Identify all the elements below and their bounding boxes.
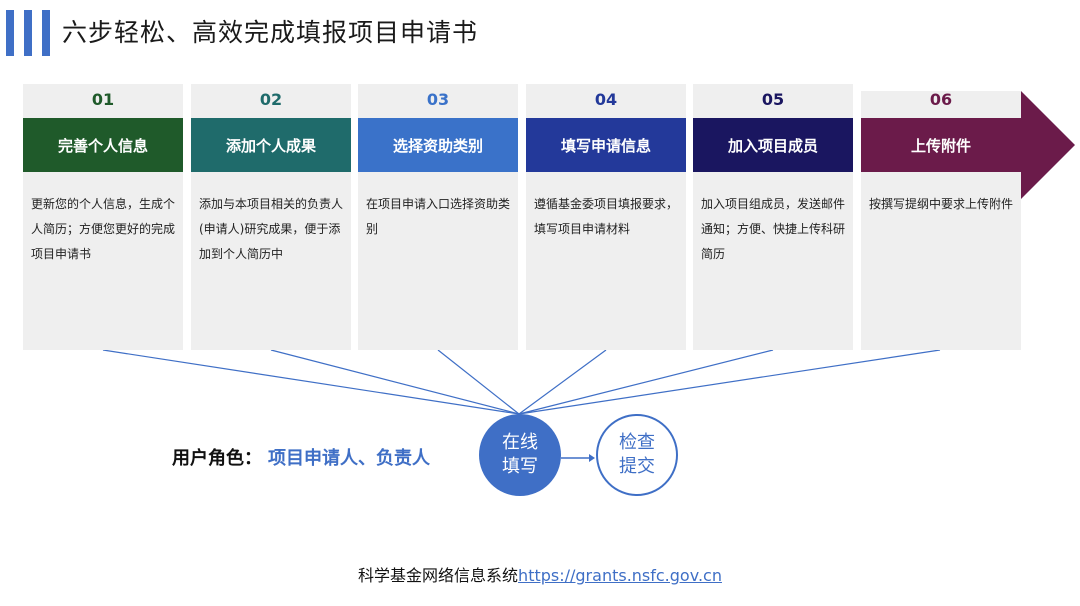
online-fill-line1: 在线 xyxy=(502,432,538,453)
step-label: 选择资助类别 xyxy=(358,118,518,172)
step-label: 添加个人成果 xyxy=(191,118,351,172)
user-role-key: 用户角色： xyxy=(172,448,262,469)
step-number: 04 xyxy=(594,90,618,109)
footer: 科学基金网络信息系统https://grants.nsfc.gov.cn xyxy=(0,562,1080,586)
step-card-6: 06 上传附件 按撰写提纲中要求上传附件 xyxy=(861,84,1021,350)
step-number: 06 xyxy=(929,90,953,109)
step-card-5: 05 加入项目成员 加入项目组成员，发送邮件通知；方便、快捷上传科研简历 xyxy=(693,84,853,350)
footer-link[interactable]: https://grants.nsfc.gov.cn xyxy=(518,566,722,585)
step-label: 上传附件 xyxy=(910,136,971,155)
step-description: 在项目申请入口选择资助类别 xyxy=(366,197,511,236)
step-description: 按撰写提纲中要求上传附件 xyxy=(869,197,1014,211)
check-submit-circle: 检查 提交 xyxy=(596,414,678,496)
check-submit-line2: 提交 xyxy=(619,456,655,477)
step-number: 02 xyxy=(259,90,283,109)
title-accent-bars xyxy=(6,10,50,56)
page-title: 六步轻松、高效完成填报项目申请书 xyxy=(62,18,479,47)
step-card-1: 01 完善个人信息 更新您的个人信息，生成个人简历；方便您更好的完成项目申请书 xyxy=(23,84,183,350)
user-role-value: 项目申请人、负责人 xyxy=(268,448,430,469)
user-role: 用户角色： 项目申请人、负责人 xyxy=(172,444,430,470)
footer-text: 科学基金网络信息系统 xyxy=(358,566,519,585)
step-description: 加入项目组成员，发送邮件通知；方便、快捷上传科研简历 xyxy=(701,197,846,261)
step-description: 遵循基金委项目填报要求，填写项目申请材料 xyxy=(534,197,679,236)
step-number: 03 xyxy=(426,90,450,109)
step-description: 添加与本项目相关的负责人(申请人)研究成果，便于添加到个人简历中 xyxy=(199,197,344,261)
step-label: 加入项目成员 xyxy=(693,118,853,172)
check-submit-line1: 检查 xyxy=(619,432,655,453)
step-card-3: 03 选择资助类别 在项目申请入口选择资助类别 xyxy=(358,84,518,350)
final-step-arrow xyxy=(861,91,1075,199)
step-label: 完善个人信息 xyxy=(23,118,183,172)
step-label: 填写申请信息 xyxy=(526,118,686,172)
step-number: 05 xyxy=(761,90,785,109)
online-fill-circle: 在线 填写 xyxy=(479,414,561,496)
step-card-2: 02 添加个人成果 添加与本项目相关的负责人(申请人)研究成果，便于添加到个人简… xyxy=(191,84,351,350)
online-fill-line2: 填写 xyxy=(502,456,538,477)
process-arrow-icon xyxy=(561,454,595,462)
step-card-background xyxy=(861,198,1021,350)
step-card-4: 04 填写申请信息 遵循基金委项目填报要求，填写项目申请材料 xyxy=(526,84,686,350)
step-description: 更新您的个人信息，生成个人简历；方便您更好的完成项目申请书 xyxy=(31,197,176,261)
step-number: 01 xyxy=(91,90,115,109)
